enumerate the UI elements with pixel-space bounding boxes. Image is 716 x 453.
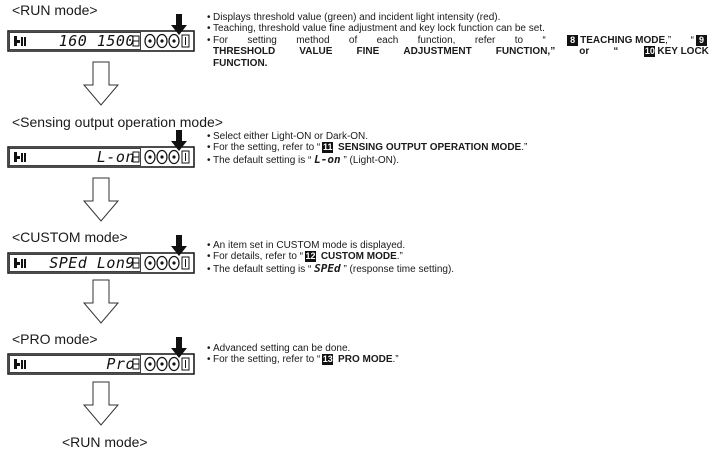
down-arrow-icon <box>82 381 120 427</box>
pressed-button-arrow-icon <box>171 130 187 157</box>
word: refer <box>474 34 496 46</box>
section-number: 8 <box>567 34 579 46</box>
run-mode-description: •Displays threshold value (green) and in… <box>207 12 709 69</box>
sensing-output-mode-description: •Select either Light-ON or Dark-ON. •For… <box>207 131 528 166</box>
word: VALUE <box>299 46 333 58</box>
pro-mode-title: <PRO mode> <box>12 331 98 347</box>
run-mode-display: 160 1500 <box>7 29 197 53</box>
word: THRESHOLD <box>213 46 276 58</box>
word: FINE <box>356 46 380 58</box>
pro-mode-description: •Advanced setting can be done. •For the … <box>207 343 399 366</box>
down-arrow-icon <box>82 177 120 223</box>
word: function, <box>417 34 456 46</box>
segment-display-readout: 160 1500 <box>59 32 135 50</box>
pressed-button-arrow-icon <box>171 14 187 41</box>
section-number: 11 <box>322 142 334 154</box>
word: setting <box>247 34 277 46</box>
segment-display-text: L-on <box>314 152 341 166</box>
word: “ <box>613 46 619 58</box>
section-number: 9 <box>695 34 707 46</box>
down-arrow-icon <box>82 279 120 325</box>
segment-display-readout: L-on <box>97 148 135 166</box>
down-arrow-icon <box>82 61 120 107</box>
segment-display-readout: SPEd Lon9 <box>49 254 135 272</box>
word: of <box>348 34 358 46</box>
segment-display-text: SPEd <box>314 261 341 275</box>
word: to <box>514 34 524 46</box>
sensing-output-mode-title: <Sensing output operation mode> <box>12 114 223 130</box>
word: FUNCTION,” <box>495 46 556 58</box>
custom-mode-display: SPEd Lon9 <box>7 251 197 275</box>
segment-display-readout: Pro <box>106 355 135 373</box>
word: method <box>296 34 330 46</box>
sensing-output-mode-display: L-on <box>7 145 197 169</box>
section-number: 12 <box>305 251 317 263</box>
word: or <box>579 46 590 58</box>
custom-mode-description: •An item set in CUSTOM mode is displayed… <box>207 240 455 275</box>
word: For <box>213 34 228 46</box>
pro-mode-display: Pro <box>7 352 197 376</box>
pressed-button-arrow-icon <box>171 235 187 262</box>
section-number: 13 <box>322 354 334 366</box>
run-mode-title: <RUN mode> <box>12 2 98 18</box>
final-run-mode-title: <RUN mode> <box>62 434 148 450</box>
pressed-button-arrow-icon <box>171 337 187 364</box>
word: each <box>376 34 399 46</box>
section-number: 10 <box>644 46 656 58</box>
custom-mode-title: <CUSTOM mode> <box>12 229 128 245</box>
word: ADJUSTMENT <box>403 46 472 58</box>
word: “ <box>542 34 546 46</box>
